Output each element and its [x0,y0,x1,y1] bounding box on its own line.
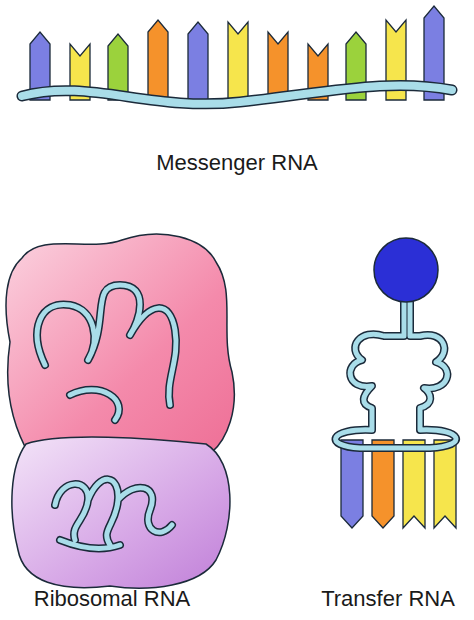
nucleotide-base [228,22,248,100]
anticodon-base [372,440,394,528]
rna-label: Ribosomal RNA [34,586,191,612]
mrna-backbone [22,85,452,104]
ribosome [6,234,234,588]
trna-bases [341,440,456,528]
nucleotide-base [268,32,288,100]
anticodon-base [403,440,425,528]
trna [336,238,457,448]
rna-label: Transfer RNA [321,586,455,612]
rna-label: Messenger RNA [156,150,317,176]
nucleotide-base [148,20,168,100]
nucleotide-base [188,22,208,100]
anticodon-base [434,440,456,528]
anticodon-base [341,440,363,528]
